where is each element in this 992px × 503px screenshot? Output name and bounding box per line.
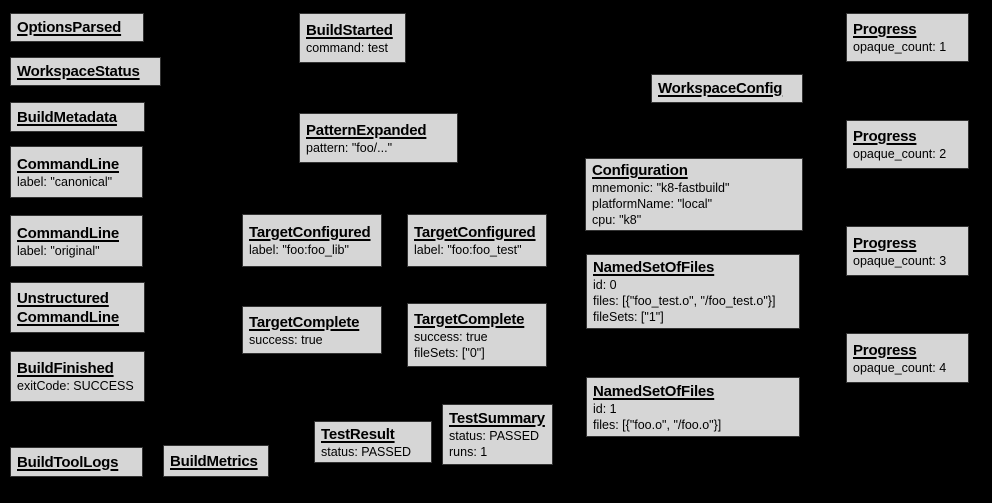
node-test-result: TestResult status: PASSED bbox=[314, 421, 432, 463]
node-attribute-line: files: [{"foo.o", "/foo.o"}] bbox=[593, 417, 722, 432]
node-attribute-line: label: "canonical" bbox=[17, 174, 113, 189]
node-attribute-line: id: 0 bbox=[593, 278, 617, 292]
node-configuration: Configuration mnemonic: "k8-fastbuild" pl… bbox=[585, 158, 803, 231]
node-title: WorkspaceConfig bbox=[658, 80, 783, 97]
node-title: WorkspaceStatus bbox=[17, 63, 140, 80]
node-progress-1: Progress opaque_count: 1 bbox=[846, 13, 969, 62]
node-title: Unstructured CommandLine bbox=[17, 289, 119, 326]
node-pattern-expanded: PatternExpanded pattern: "foo/..." bbox=[299, 113, 458, 163]
node-attribute-line: success: true bbox=[414, 329, 488, 344]
node-build-metadata: BuildMetadata bbox=[10, 102, 145, 132]
node-title: Configuration bbox=[592, 162, 688, 179]
node-progress-4: Progress opaque_count: 4 bbox=[846, 333, 969, 383]
node-attribute-line: opaque_count: 1 bbox=[853, 40, 947, 54]
node-attribute-line: pattern: "foo/..." bbox=[306, 140, 393, 155]
node-title: TargetConfigured bbox=[249, 224, 371, 241]
node-workspace-status: WorkspaceStatus bbox=[10, 57, 161, 86]
node-target-configured-foo-lib: TargetConfigured label: "foo:foo_lib" bbox=[242, 214, 382, 267]
node-attribute-line: success: true bbox=[249, 332, 323, 347]
node-title: PatternExpanded bbox=[306, 121, 427, 139]
node-title: BuildFinished bbox=[17, 360, 114, 377]
node-attribute-line: cpu: "k8" bbox=[592, 213, 642, 227]
node-title: BuildStarted bbox=[306, 21, 393, 39]
node-build-tool-logs: BuildToolLogs bbox=[10, 447, 143, 477]
node-title: NamedSetOfFiles bbox=[593, 382, 715, 400]
node-target-configured-foo-test: TargetConfigured label: "foo:foo_test" bbox=[407, 214, 547, 267]
node-workspace-config: WorkspaceConfig bbox=[651, 74, 803, 103]
node-attribute-line: mnemonic: "k8-fastbuild" bbox=[592, 181, 730, 195]
node-attribute-line: opaque_count: 2 bbox=[853, 147, 947, 161]
node-title: Progress bbox=[853, 128, 917, 145]
node-attribute-line: runs: 1 bbox=[449, 445, 488, 459]
node-attribute-line: files: [{"foo_test.o", "/foo_test.o"}] bbox=[593, 294, 776, 308]
node-attribute-line: opaque_count: 3 bbox=[853, 253, 947, 268]
node-title: Progress bbox=[853, 234, 917, 252]
node-command-line-canonical: CommandLine label: "canonical" bbox=[10, 146, 143, 198]
node-progress-3: Progress opaque_count: 3 bbox=[846, 226, 969, 276]
node-title: TargetComplete bbox=[249, 313, 360, 331]
node-title: CommandLine bbox=[17, 224, 119, 242]
node-title: BuildMetadata bbox=[17, 108, 117, 126]
node-title: TargetConfigured bbox=[414, 224, 536, 241]
node-build-finished: BuildFinished exitCode: SUCCESS bbox=[10, 351, 145, 402]
node-unstructured-command-line: Unstructured CommandLine bbox=[10, 282, 145, 333]
node-title: OptionsParsed bbox=[17, 19, 122, 36]
node-title: Progress bbox=[853, 341, 917, 359]
node-title: CommandLine bbox=[17, 155, 119, 173]
node-attribute-line: opaque_count: 4 bbox=[853, 360, 947, 375]
node-named-set-of-files-0: NamedSetOfFiles id: 0 files: [{"foo_test.… bbox=[586, 254, 800, 329]
node-attribute-line: fileSets: ["1"] bbox=[593, 310, 664, 324]
node-attribute-line: platformName: "local" bbox=[592, 197, 713, 211]
node-attribute-line: exitCode: SUCCESS bbox=[17, 379, 134, 393]
node-attribute-line: status: PASSED bbox=[321, 444, 412, 459]
node-attribute-line: label: "foo:foo_lib" bbox=[249, 243, 349, 257]
node-title: BuildMetrics bbox=[170, 452, 258, 470]
node-title: NamedSetOfFiles bbox=[593, 259, 715, 276]
node-attribute-line: label: "original" bbox=[17, 243, 100, 258]
node-attribute-line: status: PASSED bbox=[449, 429, 540, 443]
node-options-parsed: OptionsParsed bbox=[10, 13, 144, 42]
node-target-complete-lib: TargetComplete success: true bbox=[242, 306, 382, 354]
node-attribute-line: id: 1 bbox=[593, 401, 617, 416]
node-title: TargetComplete bbox=[414, 310, 525, 328]
node-title: BuildToolLogs bbox=[17, 453, 119, 471]
node-attribute-line: fileSets: ["0"] bbox=[414, 345, 485, 360]
node-attribute-line: label: "foo:foo_test" bbox=[414, 243, 522, 257]
node-title: TestSummary bbox=[449, 410, 545, 427]
node-build-started: BuildStarted command: test bbox=[299, 13, 406, 63]
node-progress-2: Progress opaque_count: 2 bbox=[846, 120, 969, 169]
node-title: Progress bbox=[853, 21, 917, 38]
node-build-metrics: BuildMetrics bbox=[163, 445, 269, 477]
node-attribute-line: command: test bbox=[306, 40, 388, 55]
node-command-line-original: CommandLine label: "original" bbox=[10, 215, 143, 267]
node-test-summary: TestSummary status: PASSED runs: 1 bbox=[442, 404, 553, 465]
node-title: TestResult bbox=[321, 425, 395, 443]
